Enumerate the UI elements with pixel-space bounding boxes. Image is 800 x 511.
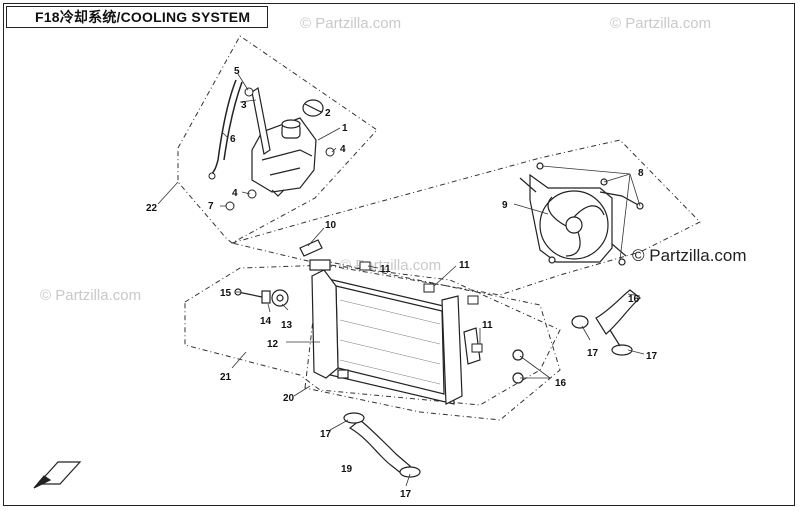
callout-14: 14	[260, 316, 272, 327]
callout-labels: 1 2 3 4 4 5 6 7 22 8 9 10 11 11 11 12 13…	[146, 66, 658, 500]
reservoir-strap	[251, 87, 271, 155]
mount-hardware	[234, 288, 289, 307]
watermark-1: © Partzilla.com	[300, 15, 401, 32]
reservoir-group-outline	[177, 35, 378, 244]
grommets	[512, 349, 524, 384]
fan-group-outline	[230, 139, 701, 296]
callout-6: 6	[230, 134, 236, 145]
callout-10: 10	[325, 220, 337, 231]
callout-1: 1	[342, 123, 348, 134]
callout-17c: 17	[320, 429, 332, 440]
callout-8: 8	[638, 168, 644, 179]
callout-16a: 16	[555, 378, 567, 389]
callout-17a: 17	[587, 348, 599, 359]
cooling-fan	[519, 162, 644, 266]
small-fasteners	[208, 87, 335, 211]
callout-21: 21	[220, 372, 232, 383]
radiator-group-outline	[184, 264, 561, 406]
callout-19: 19	[341, 464, 353, 475]
leader-lines	[157, 73, 645, 487]
radiator	[299, 239, 481, 405]
callout-11c: 11	[482, 320, 493, 331]
watermarks: © Partzilla.com © Partzilla.com © Partzi…	[40, 15, 711, 304]
callout-12: 12	[267, 339, 279, 350]
callout-20: 20	[283, 393, 295, 404]
callout-11b: 11	[459, 260, 470, 271]
callout-7: 7	[208, 201, 214, 212]
coolant-reservoir	[251, 117, 317, 197]
diagram-frame	[3, 3, 795, 506]
callout-13: 13	[281, 320, 293, 331]
reservoir-cap	[302, 99, 324, 117]
lower-hose	[343, 412, 421, 478]
callout-17d: 17	[400, 489, 412, 500]
watermark-3: © Partzilla.com	[40, 287, 141, 304]
radiator-fins	[339, 299, 441, 385]
callout-15: 15	[220, 288, 232, 299]
callout-3: 3	[241, 100, 247, 111]
front-arrow-icon	[33, 461, 82, 489]
partzilla-brand: © Partzilla.com	[632, 246, 747, 265]
callout-4b: 4	[232, 188, 238, 199]
callout-2: 2	[325, 108, 331, 119]
watermark-2: © Partzilla.com	[610, 15, 711, 32]
overflow-hose	[209, 79, 243, 177]
callout-4a: 4	[340, 144, 346, 155]
page-title: F18冷却系统/COOLING SYSTEM	[6, 6, 268, 28]
upper-hose	[571, 289, 641, 356]
callout-9: 9	[502, 200, 508, 211]
callout-17b: 17	[646, 351, 658, 362]
callout-5: 5	[234, 66, 240, 77]
callout-22: 22	[146, 203, 158, 214]
callout-16b: 16	[628, 294, 640, 305]
callout-11a: 11	[380, 264, 391, 275]
